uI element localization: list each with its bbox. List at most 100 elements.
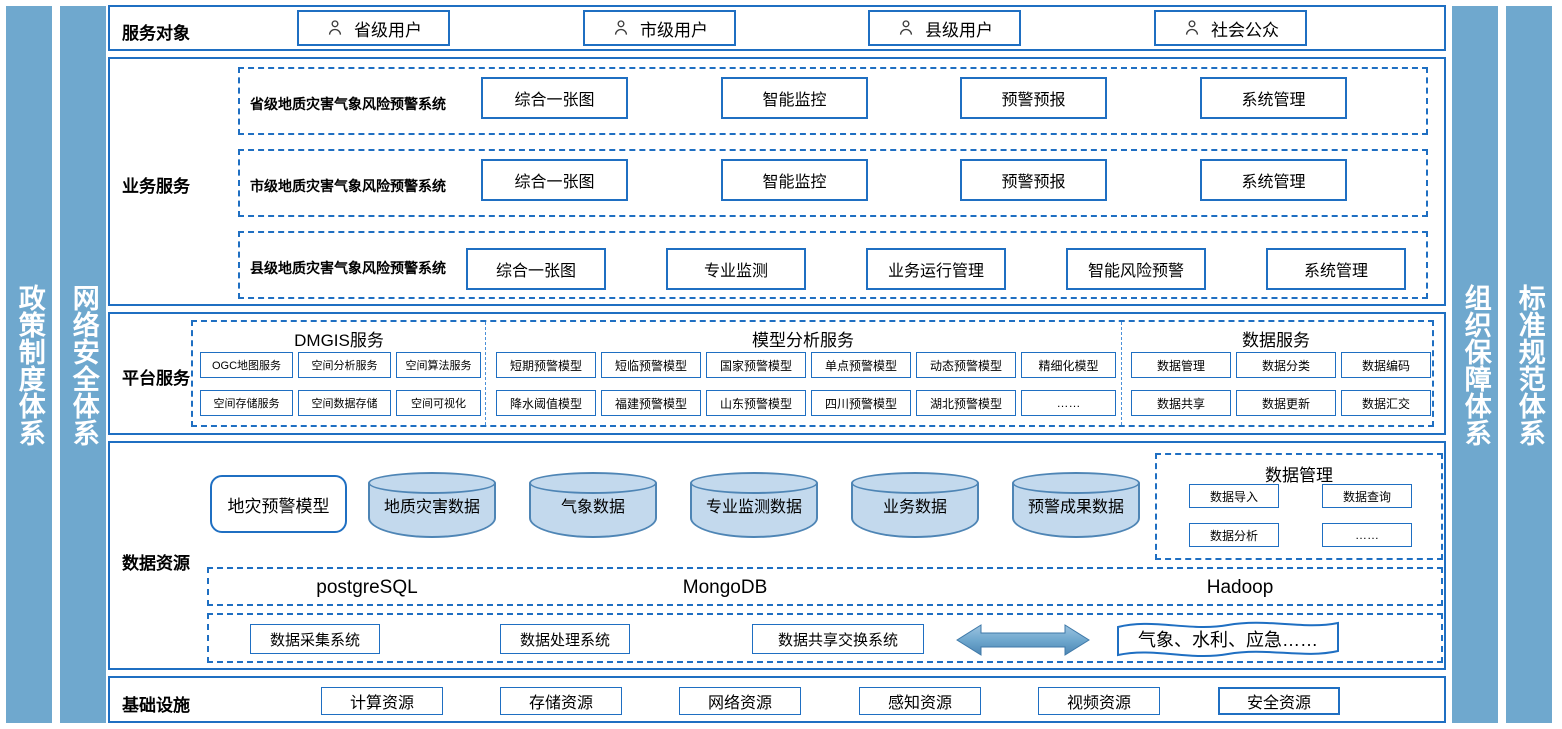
platform-group-title-data: 数据服务	[1242, 331, 1310, 350]
platform-model-item-5[interactable]: 动态预警模型	[916, 352, 1016, 378]
cylinder-top	[690, 472, 818, 494]
data-management-item-query[interactable]: 数据查询	[1322, 484, 1412, 508]
system-data-processing[interactable]: 数据处理系统	[500, 624, 630, 654]
business-item-provincial-4[interactable]: 系统管理	[1200, 77, 1347, 119]
platform-model-item-11[interactable]: 湖北预警模型	[916, 390, 1016, 416]
business-row-county-name: 县级地质灾害气象风险预警系统	[250, 260, 446, 276]
platform-model-item-4[interactable]: 单点预警模型	[811, 352, 911, 378]
cylinder-meteorological-data[interactable]: 气象数据	[529, 472, 657, 538]
user-chip-public[interactable]: 社会公众	[1154, 10, 1307, 46]
platform-group-separator-2	[1121, 322, 1122, 425]
user-chip-label: 省级用户	[354, 20, 422, 40]
sidebar-standard-norms: 标准规范体系	[1506, 6, 1552, 723]
cylinder-top	[529, 472, 657, 494]
platform-data-item-6[interactable]: 数据汇交	[1341, 390, 1431, 416]
data-management-title: 数据管理	[1265, 466, 1333, 485]
database-postgresql: postgreSQL	[316, 577, 418, 598]
platform-model-item-12[interactable]: ……	[1021, 390, 1116, 416]
data-model-box[interactable]: 地灾预警模型	[210, 475, 347, 533]
user-chip-provincial[interactable]: 省级用户	[297, 10, 450, 46]
business-item-municipal-1[interactable]: 综合一张图	[481, 159, 628, 201]
data-management-group	[1155, 453, 1443, 560]
user-icon	[611, 18, 631, 38]
cylinder-business-data[interactable]: 业务数据	[851, 472, 979, 538]
double-arrow-icon	[955, 622, 1091, 658]
system-data-sharing-exchange[interactable]: 数据共享交换系统	[752, 624, 924, 654]
infrastructure-item-security[interactable]: 安全资源	[1218, 687, 1340, 715]
platform-model-item-9[interactable]: 山东预警模型	[706, 390, 806, 416]
infrastructure-item-sensing[interactable]: 感知资源	[859, 687, 981, 715]
platform-data-item-1[interactable]: 数据管理	[1131, 352, 1231, 378]
business-item-municipal-3[interactable]: 预警预报	[960, 159, 1107, 201]
data-management-item-analysis[interactable]: 数据分析	[1189, 523, 1279, 547]
business-row-provincial-name: 省级地质灾害气象风险预警系统	[250, 96, 446, 112]
platform-model-item-1[interactable]: 短期预警模型	[496, 352, 596, 378]
platform-services-group	[191, 320, 1434, 427]
platform-data-item-4[interactable]: 数据共享	[1131, 390, 1231, 416]
platform-model-item-6[interactable]: 精细化模型	[1021, 352, 1116, 378]
platform-model-item-2[interactable]: 短临预警模型	[601, 352, 701, 378]
platform-model-item-7[interactable]: 降水阈值模型	[496, 390, 596, 416]
business-row-municipal-name: 市级地质灾害气象风险预警系统	[250, 178, 446, 194]
platform-data-item-2[interactable]: 数据分类	[1236, 352, 1336, 378]
systems-band-group	[207, 613, 1443, 663]
platform-group-title-dmgis: DMGIS服务	[294, 331, 384, 350]
platform-dmgis-item-3[interactable]: 空间算法服务	[396, 352, 481, 378]
business-item-county-3[interactable]: 业务运行管理	[866, 248, 1006, 290]
cylinder-label: 预警成果数据	[1027, 499, 1124, 516]
business-row-county-group	[238, 231, 1428, 299]
section-data-resources-label: 数据资源	[122, 554, 190, 573]
business-item-provincial-1[interactable]: 综合一张图	[481, 77, 628, 119]
cylinder-top	[851, 472, 979, 494]
business-item-county-4[interactable]: 智能风险预警	[1066, 248, 1206, 290]
user-icon	[325, 18, 345, 38]
business-item-county-2[interactable]: 专业监测	[666, 248, 806, 290]
user-chip-municipal[interactable]: 市级用户	[583, 10, 736, 46]
data-management-item-more[interactable]: ……	[1322, 523, 1412, 547]
platform-dmgis-item-5[interactable]: 空间数据存储	[298, 390, 391, 416]
section-platform-services-label: 平台服务	[122, 369, 190, 388]
platform-model-item-8[interactable]: 福建预警模型	[601, 390, 701, 416]
platform-dmgis-item-1[interactable]: OGC地图服务	[200, 352, 293, 378]
platform-data-item-5[interactable]: 数据更新	[1236, 390, 1336, 416]
platform-model-item-3[interactable]: 国家预警模型	[706, 352, 806, 378]
external-systems-label: 气象、水利、应急……	[1138, 630, 1318, 650]
business-row-provincial-group	[238, 67, 1428, 135]
platform-dmgis-item-4[interactable]: 空间存储服务	[200, 390, 293, 416]
infrastructure-item-storage[interactable]: 存储资源	[500, 687, 622, 715]
database-band-group	[207, 567, 1443, 606]
section-service-objects-label: 服务对象	[122, 24, 190, 43]
database-hadoop: Hadoop	[1206, 577, 1274, 598]
business-item-provincial-3[interactable]: 预警预报	[960, 77, 1107, 119]
platform-model-item-10[interactable]: 四川预警模型	[811, 390, 911, 416]
business-row-municipal-group	[238, 149, 1428, 217]
platform-dmgis-item-6[interactable]: 空间可视化	[396, 390, 481, 416]
user-chip-label: 县级用户	[925, 20, 993, 40]
sidebar-policy-system: 政策制度体系	[6, 6, 52, 723]
infrastructure-item-compute[interactable]: 计算资源	[321, 687, 443, 715]
business-item-county-1[interactable]: 综合一张图	[466, 248, 606, 290]
cylinder-professional-monitoring-data[interactable]: 专业监测数据	[690, 472, 818, 538]
cylinder-top	[1012, 472, 1140, 494]
business-item-municipal-2[interactable]: 智能监控	[721, 159, 868, 201]
sidebar-network-security: 网络安全体系	[60, 6, 106, 723]
platform-data-item-3[interactable]: 数据编码	[1341, 352, 1431, 378]
external-systems-wave-shape[interactable]: 气象、水利、应急……	[1114, 618, 1342, 660]
business-item-provincial-2[interactable]: 智能监控	[721, 77, 868, 119]
business-item-county-5[interactable]: 系统管理	[1266, 248, 1406, 290]
section-infrastructure-label: 基础设施	[122, 696, 190, 715]
system-data-collection[interactable]: 数据采集系统	[250, 624, 380, 654]
infrastructure-item-network[interactable]: 网络资源	[679, 687, 801, 715]
section-business-services-label: 业务服务	[122, 177, 190, 196]
infrastructure-item-video[interactable]: 视频资源	[1038, 687, 1160, 715]
cylinder-warning-result-data[interactable]: 预警成果数据	[1012, 472, 1140, 538]
platform-dmgis-item-2[interactable]: 空间分析服务	[298, 352, 391, 378]
user-icon	[1182, 18, 1202, 38]
cylinder-top	[368, 472, 496, 494]
platform-group-title-model: 模型分析服务	[752, 331, 854, 350]
user-chip-county[interactable]: 县级用户	[868, 10, 1021, 46]
business-item-municipal-4[interactable]: 系统管理	[1200, 159, 1347, 201]
cylinder-geohazard-data[interactable]: 地质灾害数据	[368, 472, 496, 538]
data-management-item-import[interactable]: 数据导入	[1189, 484, 1279, 508]
